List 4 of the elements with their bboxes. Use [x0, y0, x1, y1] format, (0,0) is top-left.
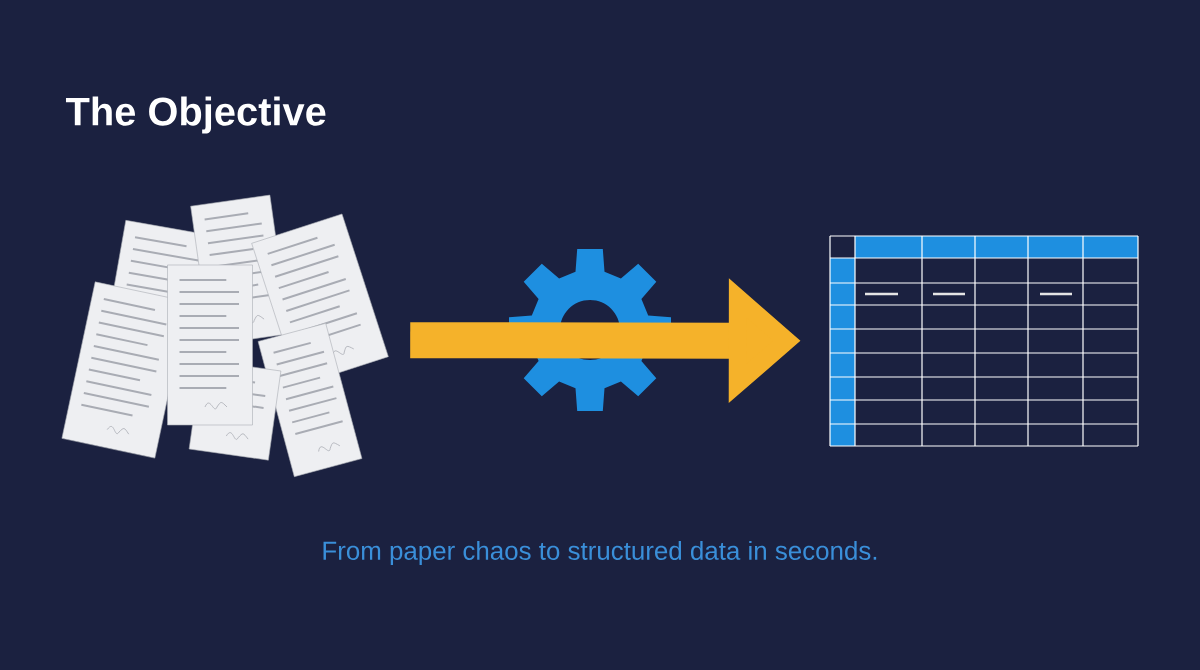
papers-drawing: [61, 194, 389, 477]
table-drawing: [829, 235, 1139, 447]
caption: From paper chaos to structured data in seconds.: [323, 540, 877, 566]
title: The Objective: [66, 96, 326, 134]
